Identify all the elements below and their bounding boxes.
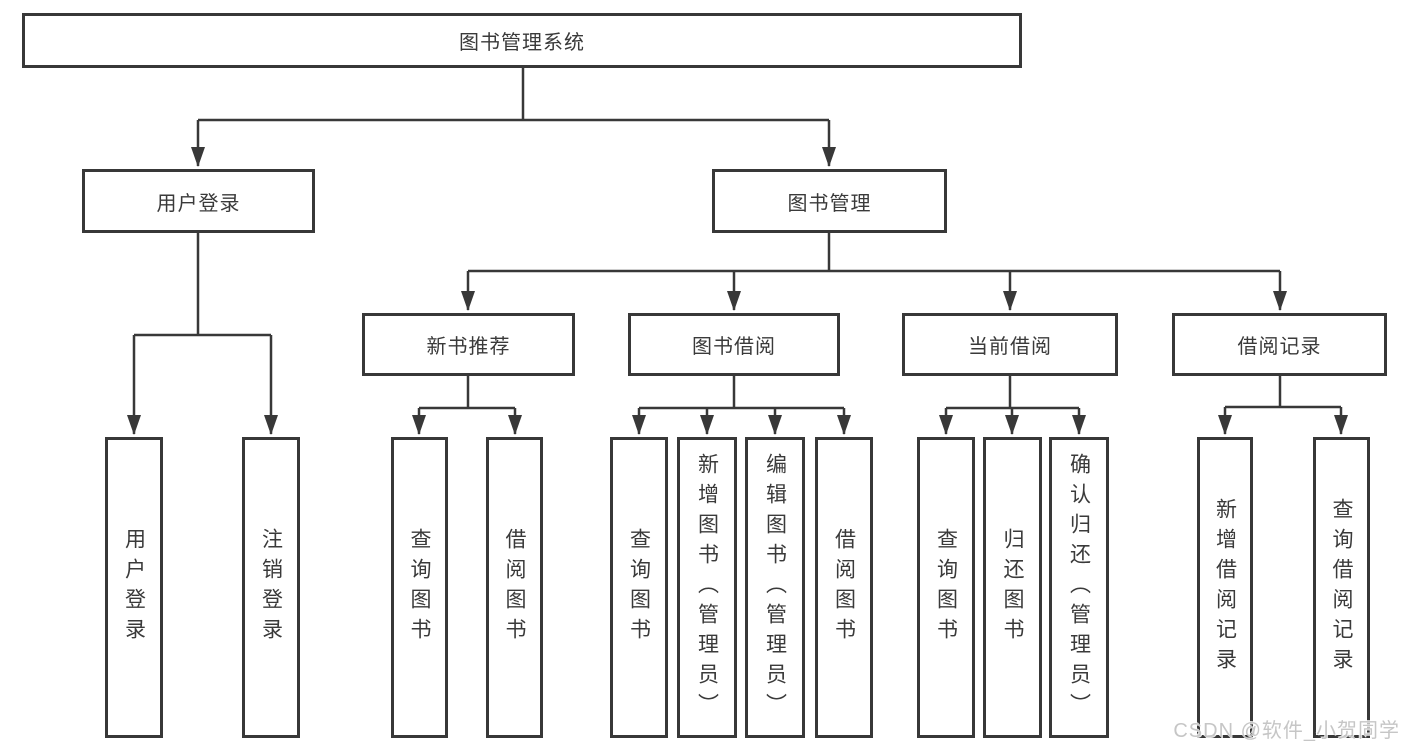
leaf-borrow-books: 借阅图书 bbox=[815, 437, 873, 738]
leaf-confirm-return-admin-label: 确认归还（管理员） bbox=[1067, 452, 1091, 723]
leaf-add-book-admin: 新增图书（管理员） bbox=[677, 437, 737, 738]
leaf-query-books-current: 查询图书 bbox=[917, 437, 975, 738]
node-book-management: 图书管理 bbox=[712, 169, 947, 233]
node-root-system: 图书管理系统 bbox=[22, 13, 1022, 68]
leaf-query-borrow-record-label: 查询借阅记录 bbox=[1330, 497, 1353, 678]
leaf-query-books-borrow-label: 查询图书 bbox=[627, 527, 651, 648]
leaf-confirm-return-admin: 确认归还（管理员） bbox=[1049, 437, 1109, 738]
leaf-return-books: 归还图书 bbox=[983, 437, 1042, 738]
leaf-query-books-recommend-label: 查询图书 bbox=[408, 527, 431, 648]
leaf-borrow-books-label: 借阅图书 bbox=[832, 527, 856, 648]
node-book-borrow: 图书借阅 bbox=[628, 313, 840, 376]
leaf-return-books-label: 归还图书 bbox=[1001, 527, 1024, 648]
leaf-edit-book-admin-label: 编辑图书（管理员） bbox=[763, 452, 787, 723]
leaf-logout-login-label: 注销登录 bbox=[259, 527, 283, 648]
node-borrow-records: 借阅记录 bbox=[1172, 313, 1387, 376]
leaf-query-books-current-label: 查询图书 bbox=[934, 527, 958, 648]
edge-borrow-records-split bbox=[1218, 376, 1348, 435]
leaf-query-books-borrow: 查询图书 bbox=[610, 437, 668, 738]
leaf-user-login-label: 用户登录 bbox=[122, 527, 146, 648]
edge-new-book-recommend-split bbox=[412, 376, 522, 435]
leaf-edit-book-admin: 编辑图书（管理员） bbox=[745, 437, 805, 738]
leaf-add-borrow-record-label: 新增借阅记录 bbox=[1213, 497, 1237, 678]
leaf-query-books-recommend: 查询图书 bbox=[391, 437, 448, 738]
leaf-borrow-books-recommend-label: 借阅图书 bbox=[503, 527, 526, 648]
leaf-query-borrow-record: 查询借阅记录 bbox=[1313, 437, 1370, 738]
node-current-borrow: 当前借阅 bbox=[902, 313, 1118, 376]
edge-user-login-split bbox=[127, 233, 278, 435]
leaf-borrow-books-recommend: 借阅图书 bbox=[486, 437, 543, 738]
edge-book-borrow-split bbox=[632, 376, 851, 435]
edge-current-borrow-split bbox=[939, 376, 1086, 435]
leaf-add-book-admin-label: 新增图书（管理员） bbox=[695, 452, 719, 723]
edge-root-split bbox=[191, 68, 836, 167]
node-user-login: 用户登录 bbox=[82, 169, 315, 233]
leaf-logout-login: 注销登录 bbox=[242, 437, 300, 738]
node-new-book-recommend: 新书推荐 bbox=[362, 313, 575, 376]
leaf-user-login: 用户登录 bbox=[105, 437, 163, 738]
csdn-watermark: CSDN @软件_小贺同学 bbox=[1173, 720, 1400, 742]
leaf-add-borrow-record: 新增借阅记录 bbox=[1197, 437, 1253, 738]
edge-book-management-split bbox=[461, 233, 1287, 311]
